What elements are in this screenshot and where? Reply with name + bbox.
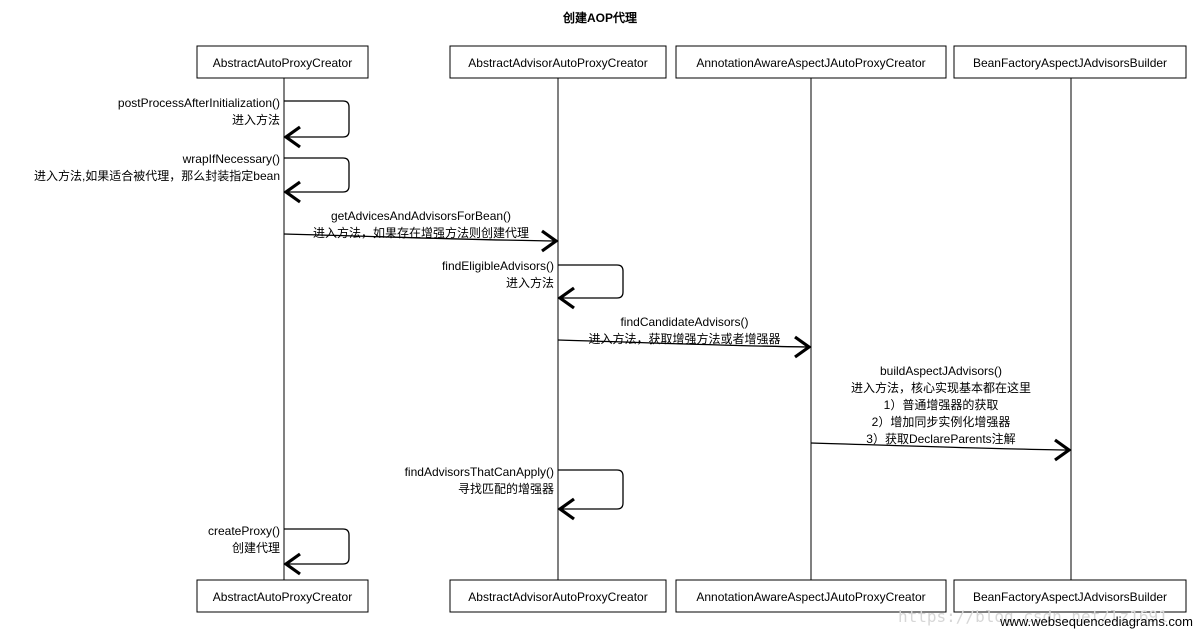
self-message-arrow bbox=[284, 528, 350, 565]
self-message-arrow bbox=[558, 264, 624, 299]
messages: postProcessAfterInitialization() 进入方法 wrap… bbox=[34, 96, 1072, 576]
message: createProxy() 创建代理 bbox=[208, 524, 350, 576]
participant-box bbox=[196, 579, 369, 613]
message-note: 1）普通增强器的获取 bbox=[884, 397, 999, 412]
participant-boxes: AbstractAutoProxyCreatorAbstractAutoProx… bbox=[196, 45, 1187, 613]
participant-box bbox=[449, 579, 667, 613]
message-method: findCandidateAdvisors() bbox=[620, 315, 748, 329]
arrowhead bbox=[557, 286, 575, 310]
message-method: findAdvisorsThatCanApply() bbox=[405, 465, 554, 479]
message-note: 2）增加同步实例化增强器 bbox=[872, 414, 1011, 429]
participant-bottom: AbstractAutoProxyCreator bbox=[196, 579, 369, 613]
participant-label: AbstractAdvisorAutoProxyCreator bbox=[468, 56, 647, 70]
message-method: findEligibleAdvisors() bbox=[442, 259, 554, 273]
participant-box bbox=[953, 45, 1187, 79]
message-note: 创建代理 bbox=[232, 541, 280, 555]
message-note: 寻找匹配的增强器 bbox=[458, 481, 554, 496]
watermark: www.websequencediagrams.com bbox=[999, 614, 1193, 629]
message-method: getAdvicesAndAdvisorsForBean() bbox=[331, 209, 511, 223]
arrowhead bbox=[1054, 438, 1072, 462]
message-arrow bbox=[557, 339, 810, 348]
message-method: wrapIfNecessary() bbox=[182, 152, 280, 166]
faint-watermark: https://blog.csdn.net/lz1691 bbox=[898, 607, 1168, 626]
message-method: postProcessAfterInitialization() bbox=[118, 96, 280, 110]
message: findEligibleAdvisors() 进入方法 bbox=[442, 259, 624, 310]
participant-box bbox=[953, 579, 1187, 613]
participant-top: BeanFactoryAspectJAdvisorsBuilder bbox=[953, 45, 1187, 79]
participant-label: AnnotationAwareAspectJAutoProxyCreator bbox=[696, 590, 925, 604]
arrowhead bbox=[557, 497, 575, 521]
message: wrapIfNecessary() 进入方法,如果适合被代理，那么封装指定bean bbox=[34, 152, 350, 204]
message: buildAspectJAdvisors() 进入方法，核心实现基本都在这里 1）普… bbox=[810, 364, 1072, 462]
message-note: 进入方法，如果存在增强方法则创建代理 bbox=[313, 225, 529, 240]
message: findCandidateAdvisors() 进入方法，获取增强方法或者增强器 bbox=[557, 315, 812, 359]
message-method: createProxy() bbox=[208, 524, 280, 538]
arrowhead bbox=[283, 552, 301, 576]
participant-box bbox=[675, 45, 947, 79]
message: postProcessAfterInitialization() 进入方法 bbox=[118, 96, 350, 149]
participant-label: BeanFactoryAspectJAdvisorsBuilder bbox=[973, 590, 1167, 604]
message-arrow bbox=[810, 442, 1070, 451]
message-note: 进入方法，核心实现基本都在这里 bbox=[851, 380, 1031, 395]
participant-box bbox=[675, 579, 947, 613]
message-note: 进入方法,如果适合被代理，那么封装指定bean bbox=[34, 168, 280, 183]
message-method: buildAspectJAdvisors() bbox=[880, 364, 1002, 378]
message-note: 3）获取DeclareParents注解 bbox=[866, 431, 1015, 446]
arrowhead bbox=[541, 229, 559, 253]
arrowhead bbox=[794, 335, 812, 359]
message-arrow bbox=[283, 233, 557, 242]
participant-top: AnnotationAwareAspectJAutoProxyCreator bbox=[675, 45, 947, 79]
participant-box bbox=[449, 45, 667, 79]
message-note: 进入方法，获取增强方法或者增强器 bbox=[588, 331, 780, 346]
participant-label: AbstractAutoProxyCreator bbox=[213, 590, 352, 604]
message-note: 进入方法 bbox=[232, 112, 280, 127]
arrowhead bbox=[283, 125, 301, 149]
diagram-title: 创建AOP代理 bbox=[562, 10, 637, 25]
participant-label: AbstractAutoProxyCreator bbox=[213, 56, 352, 70]
participant-label: BeanFactoryAspectJAdvisorsBuilder bbox=[973, 56, 1167, 70]
self-message-arrow bbox=[558, 469, 624, 510]
participant-box bbox=[196, 45, 369, 79]
message: getAdvicesAndAdvisorsForBean() 进入方法，如果存在增… bbox=[283, 209, 559, 253]
self-message-arrow bbox=[284, 100, 350, 138]
participant-label: AbstractAdvisorAutoProxyCreator bbox=[468, 590, 647, 604]
participant-bottom: AnnotationAwareAspectJAutoProxyCreator bbox=[675, 579, 947, 613]
participant-top: AbstractAdvisorAutoProxyCreator bbox=[449, 45, 667, 79]
participant-bottom: AbstractAdvisorAutoProxyCreator bbox=[449, 579, 667, 613]
participant-label: AnnotationAwareAspectJAutoProxyCreator bbox=[696, 56, 925, 70]
arrowhead bbox=[283, 180, 301, 204]
participant-bottom: BeanFactoryAspectJAdvisorsBuilder bbox=[953, 579, 1187, 613]
participant-top: AbstractAutoProxyCreator bbox=[196, 45, 369, 79]
message: findAdvisorsThatCanApply() 寻找匹配的增强器 bbox=[405, 465, 624, 521]
lifelines bbox=[283, 78, 1072, 580]
message-note: 进入方法 bbox=[506, 275, 554, 290]
self-message-arrow bbox=[284, 157, 350, 193]
